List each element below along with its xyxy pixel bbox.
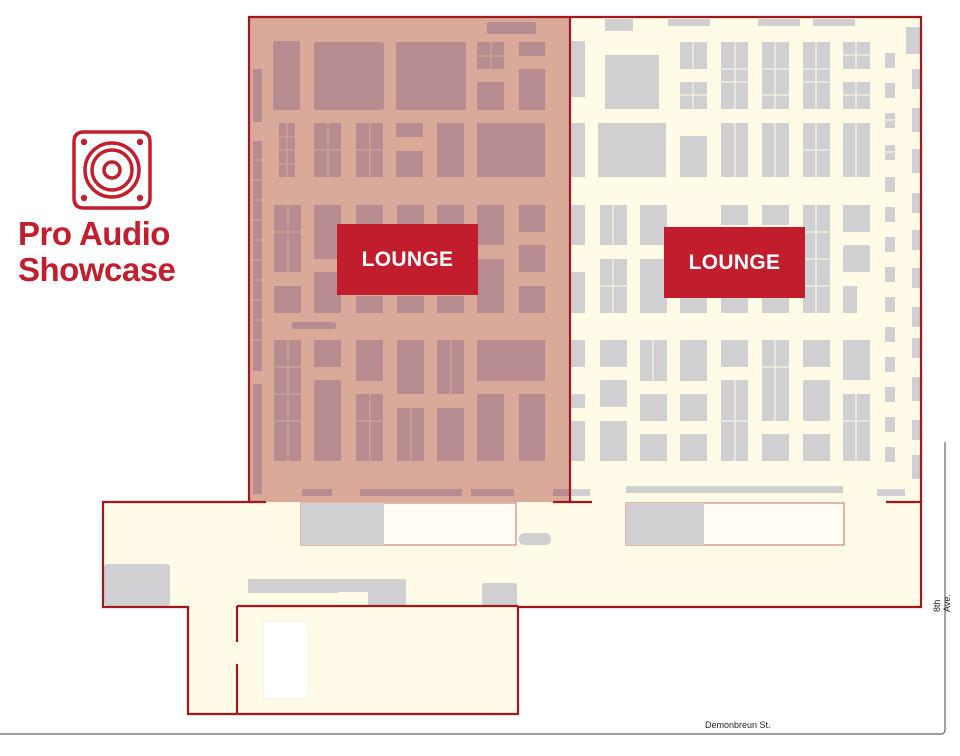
- street-lines: [0, 442, 946, 735]
- booth-dividers-east: [600, 42, 895, 461]
- lounge-west[interactable]: LOUNGE: [337, 224, 478, 295]
- lounge-west-label: LOUNGE: [361, 247, 454, 271]
- logo-title-line2: Showcase: [18, 251, 176, 288]
- logo-title: Pro Audio Showcase: [18, 216, 218, 288]
- south-concourse: [104, 502, 845, 700]
- lounge-east[interactable]: LOUNGE: [664, 227, 805, 298]
- walls: [101, 15, 923, 716]
- speaker-icon: [70, 128, 154, 212]
- logo-title-line1: Pro Audio: [18, 215, 170, 252]
- lounge-east-label: LOUNGE: [688, 250, 781, 274]
- street-label-east: 8th Ave.: [932, 594, 952, 612]
- street-label-south: Demonbreun St.: [705, 720, 771, 730]
- booth-dividers-highlighted: [253, 42, 504, 461]
